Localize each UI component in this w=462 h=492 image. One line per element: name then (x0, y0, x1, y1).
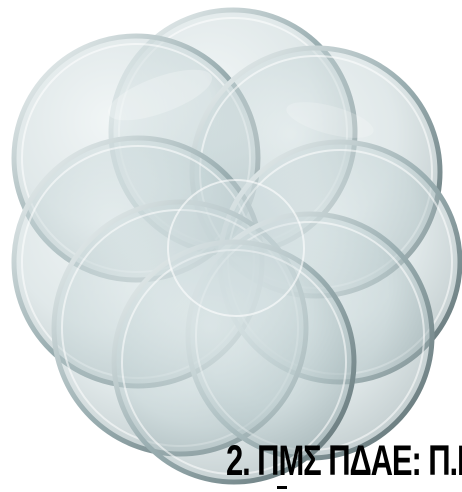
disc-center (168, 180, 304, 316)
text-cursor (277, 486, 287, 489)
slide-title: 2. ΠΜΣ ΠΔΑΕ: Π.Μ. (226, 436, 462, 486)
